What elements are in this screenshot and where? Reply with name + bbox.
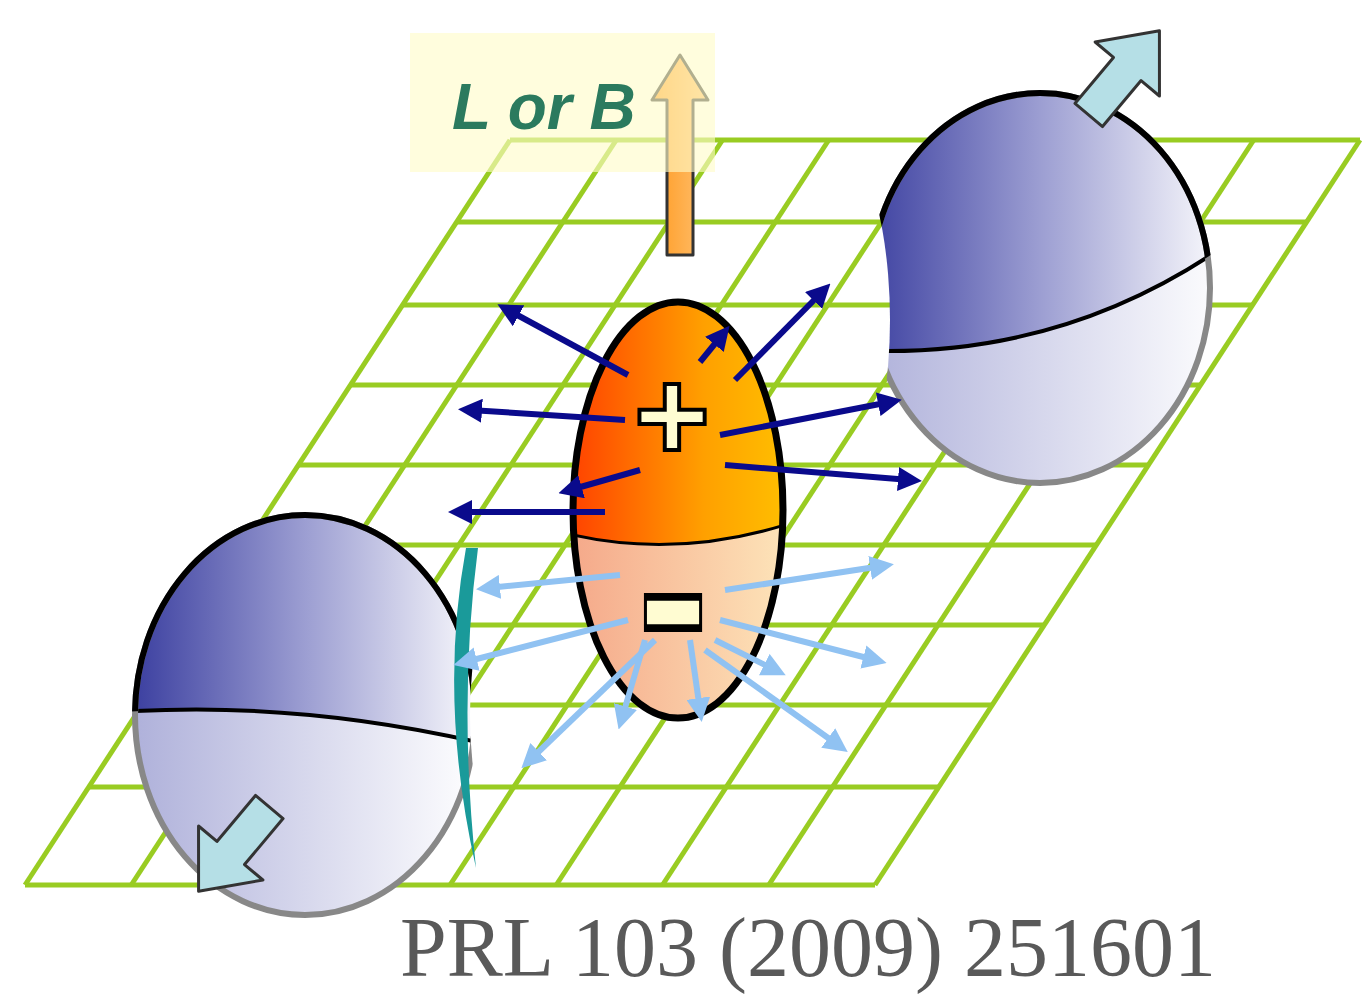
current-arrow xyxy=(465,620,628,662)
current-arrow xyxy=(725,566,882,590)
current-arrow xyxy=(570,470,640,490)
nucleus-right xyxy=(850,60,1230,500)
minus-sign: − xyxy=(641,442,705,772)
current-arrow xyxy=(508,310,628,375)
current-arrow xyxy=(735,292,822,380)
current-arrow xyxy=(460,509,605,515)
current-arrow xyxy=(705,650,838,745)
current-arrow xyxy=(530,640,655,760)
field-label: L or B xyxy=(452,70,636,144)
nucleus-edge xyxy=(454,548,478,868)
charge-ellipse: +− xyxy=(573,302,783,718)
current-arrow xyxy=(720,402,890,435)
motion-arrow xyxy=(1057,4,1192,142)
current-arrow xyxy=(470,410,625,420)
motion-arrow xyxy=(166,780,301,918)
field-label-box: L or B xyxy=(410,33,715,172)
current-arrow xyxy=(725,465,910,480)
current-arrow xyxy=(488,575,620,588)
citation: PRL 103 (2009) 251601 xyxy=(400,906,1216,990)
nucleus-left xyxy=(120,490,490,920)
